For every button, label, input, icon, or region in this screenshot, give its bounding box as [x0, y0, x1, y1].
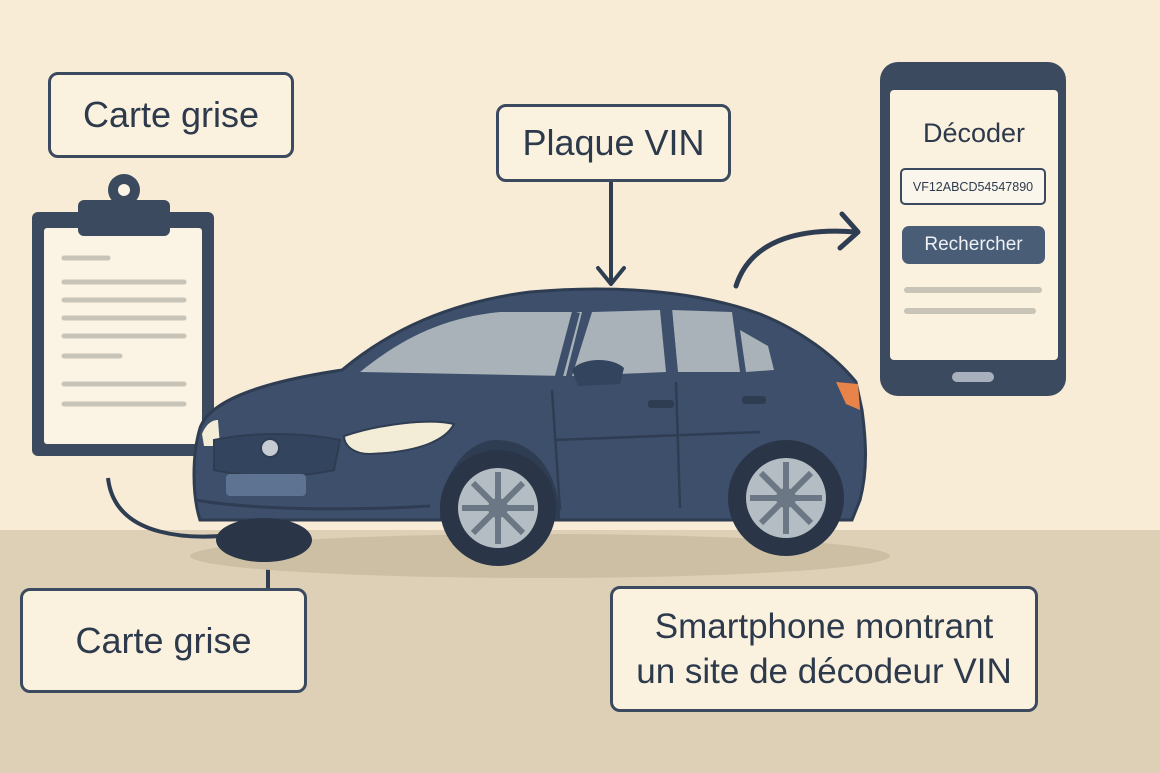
- label-text-line2: un site de décodeur VIN: [636, 652, 1012, 691]
- arrow-down-icon: [596, 178, 626, 286]
- label-text-line1: Smartphone montrant: [654, 606, 994, 646]
- label-text: Carte grise: [82, 94, 260, 135]
- car-icon: [190, 287, 890, 578]
- label-carte-grise-top: Carte grise: [48, 72, 294, 158]
- arrow-right-icon: [733, 211, 861, 289]
- label-carte-grise-bottom: Carte grise: [20, 588, 307, 693]
- label-smartphone: Smartphone montrant un site de décodeur …: [610, 586, 1038, 712]
- vin-input[interactable]: VF12ABCD54547890: [900, 168, 1046, 205]
- search-button[interactable]: Rechercher: [902, 226, 1045, 264]
- phone-title: Décoder: [922, 118, 1026, 148]
- clipboard-icon: [32, 174, 214, 456]
- smartphone-icon: [880, 62, 1066, 396]
- label-text: Plaque VIN: [522, 122, 705, 163]
- label-plaque-vin: Plaque VIN: [496, 104, 731, 182]
- label-text: Carte grise: [75, 619, 252, 661]
